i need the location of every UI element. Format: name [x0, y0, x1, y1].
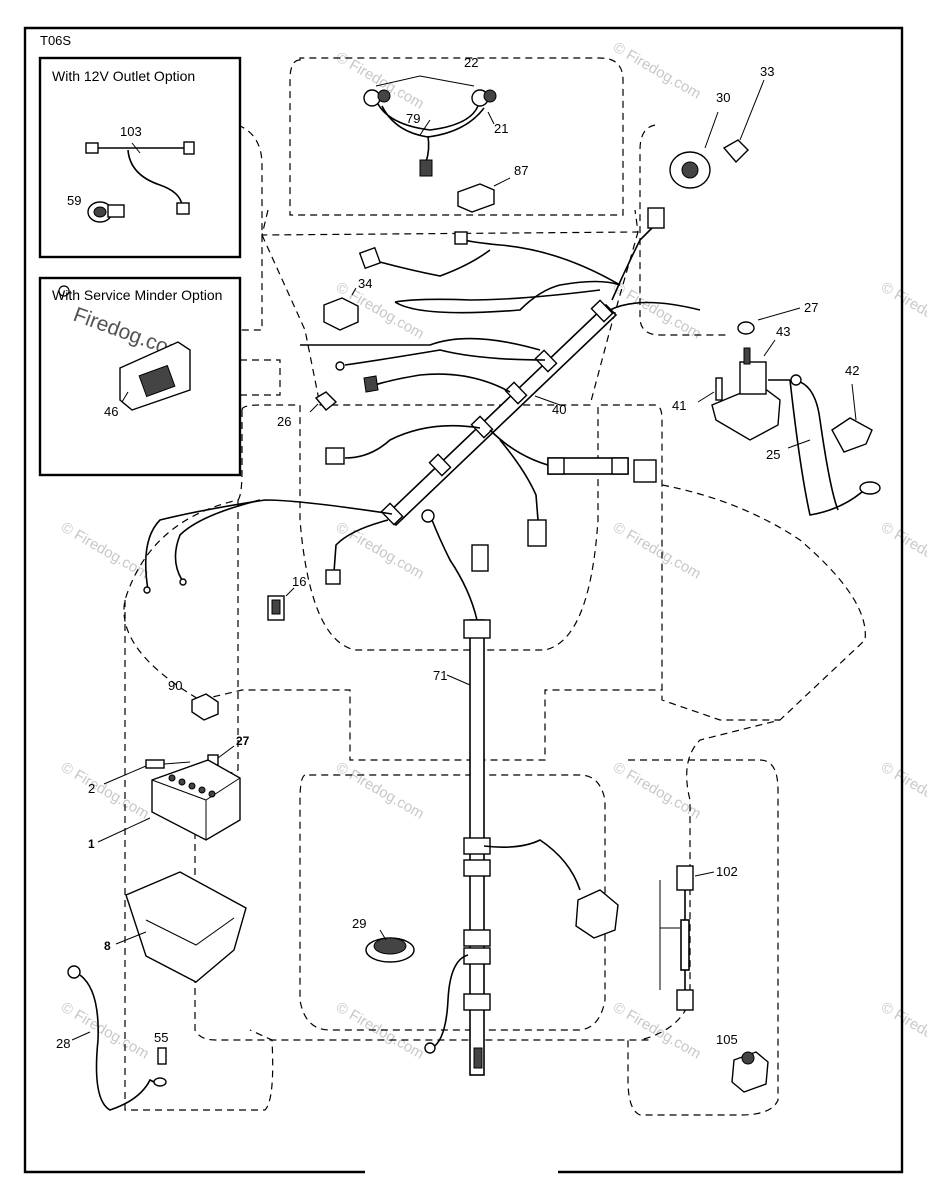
callout-28: 28 [56, 1036, 70, 1051]
diode-module-icon [191, 693, 219, 721]
bolt-icon [715, 377, 723, 401]
callout-79: 79 [406, 111, 420, 126]
callout-59: 59 [67, 193, 81, 208]
key-icon [722, 139, 749, 164]
fuse-icon [314, 391, 338, 411]
callout-40: 40 [552, 402, 566, 417]
part-105: 105 [716, 1032, 769, 1093]
ignition-switch: 30 33 [669, 64, 774, 189]
watermark: © Firedog.com [610, 759, 704, 823]
connector-icon [176, 202, 190, 215]
seat-switch-icon [575, 889, 619, 939]
harness-connector-icon [527, 519, 547, 547]
connector-icon [183, 141, 195, 155]
headlight-harness: 22 79 21 [363, 55, 508, 177]
part-34: 34 [323, 276, 372, 331]
callout-71: 71 [433, 668, 447, 683]
main-wiring-harness: 40 [143, 207, 701, 594]
watermark: © Firedog.com [58, 519, 152, 583]
callout-33: 33 [760, 64, 774, 79]
callout-27-bottom: 27 [236, 734, 250, 748]
harness-71: 71 [421, 509, 619, 1076]
watermark: © Firedog.com [58, 999, 152, 1063]
headlight-bulb-icon [363, 89, 381, 107]
watermark: © Firedog.com [333, 519, 427, 583]
pto-switch-icon [676, 865, 694, 891]
option-box-title: With 12V Outlet Option [52, 68, 195, 84]
harness-plug-icon [419, 159, 433, 177]
option-box-12v-outlet: With 12V Outlet Option 103 59 [38, 56, 242, 259]
watermark: © Firedog.com [610, 39, 704, 103]
nut-icon [737, 321, 755, 335]
callout-8: 8 [104, 939, 111, 953]
callout-2: 2 [88, 781, 95, 796]
callout-27-top: 27 [804, 300, 818, 315]
callout-90: 90 [168, 678, 182, 693]
part-29: 29 [352, 916, 415, 963]
watermark: © Firedog.com [610, 279, 704, 343]
page-frame [23, 26, 904, 1174]
callout-102: 102 [716, 864, 738, 879]
part-26: 26 [277, 391, 338, 429]
solenoid-group: 27 43 41 42 25 [672, 300, 881, 516]
rocker-switch-icon [323, 297, 359, 331]
battery-icon [151, 759, 241, 841]
callout-26: 26 [277, 414, 291, 429]
option-box-title: With Service Minder Option [52, 287, 222, 303]
callout-46: 46 [104, 404, 118, 419]
callout-21: 21 [494, 121, 508, 136]
outlet-body-icon [107, 204, 125, 218]
callout-30: 30 [716, 90, 730, 105]
callout-16: 16 [292, 574, 306, 589]
callout-42: 42 [845, 363, 859, 378]
callout-103: 103 [120, 124, 142, 139]
callout-22: 22 [464, 55, 478, 70]
callout-34: 34 [358, 276, 372, 291]
callout-25: 25 [766, 447, 780, 462]
diagram-code: T06S [40, 33, 71, 48]
copyright-icon [58, 285, 70, 297]
callout-105: 105 [716, 1032, 738, 1047]
option-box-service-minder: With Service Minder Option Firedog.com 4… [38, 276, 242, 477]
harness-connector-icon [325, 447, 345, 465]
battery-tray-icon [125, 871, 247, 983]
solenoid-icon [739, 361, 767, 395]
callout-29: 29 [352, 916, 366, 931]
option-box-frame [38, 56, 242, 259]
terminal-boot-icon [831, 417, 873, 453]
part-87: 87 [457, 163, 528, 213]
callout-87: 87 [514, 163, 528, 178]
part-90: 90 [168, 678, 219, 721]
part-102: 102 [659, 864, 738, 1011]
part-16: 16 [267, 574, 306, 621]
callout-41: 41 [672, 398, 686, 413]
bolt-icon [145, 759, 165, 769]
connector-icon [85, 142, 99, 154]
watermark: © Firedog.com [58, 759, 152, 823]
battery-assembly: 27 2 1 8 28 55 [56, 734, 250, 1111]
callout-55: 55 [154, 1030, 168, 1045]
callout-1: 1 [88, 837, 95, 851]
callout-43: 43 [776, 324, 790, 339]
watermark: © Firedog.com [333, 999, 427, 1063]
harness-connector-icon [647, 207, 665, 229]
relay-icon [457, 183, 495, 213]
bolt-icon [157, 1047, 167, 1065]
watermark: © Firedog.com [333, 759, 427, 823]
starter-solenoid-icon [731, 1051, 769, 1093]
watermark: © Firedog.com [610, 519, 704, 583]
